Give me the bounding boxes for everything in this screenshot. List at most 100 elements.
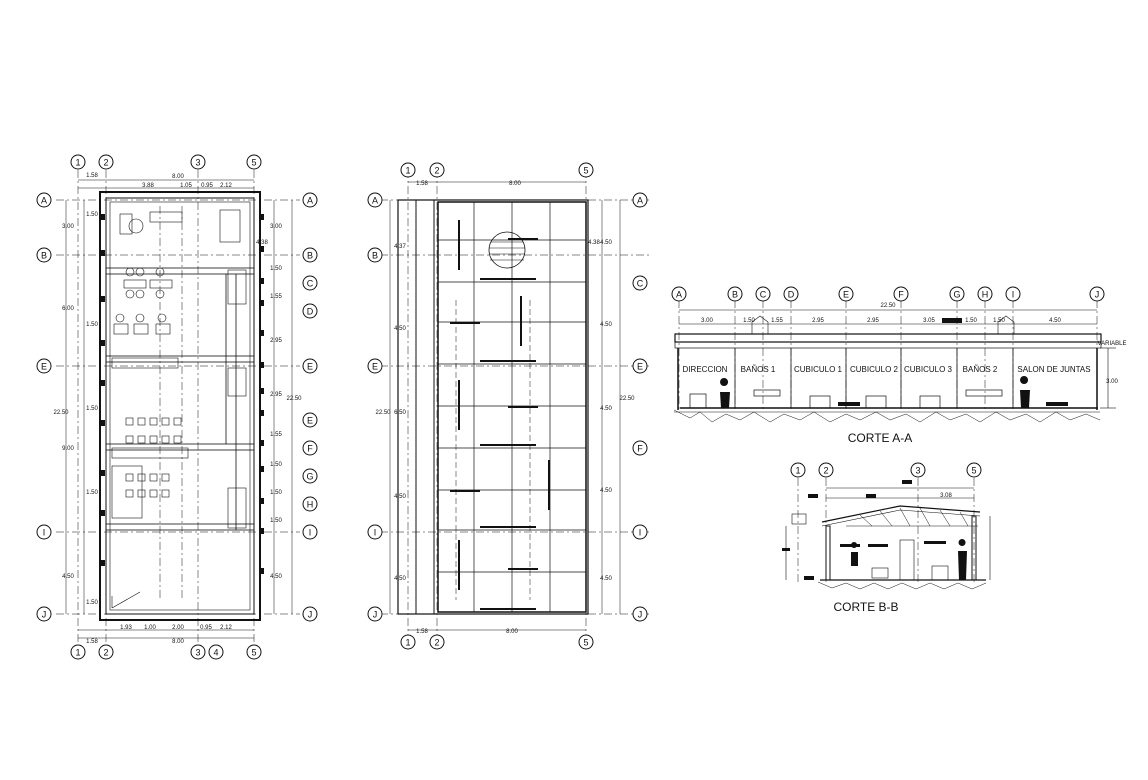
- dimension-label: 0.95: [200, 625, 212, 631]
- grid-bubble: B: [36, 247, 52, 263]
- svg-text:G: G: [953, 290, 960, 300]
- svg-text:C: C: [637, 279, 644, 289]
- section-caption: CORTE A-A: [848, 431, 912, 445]
- grid-bubble: D: [302, 303, 318, 319]
- room-label: SALON DE JUNTAS: [1017, 365, 1090, 374]
- grid-bubble: E: [838, 286, 854, 302]
- dimension-label: 4.50: [394, 494, 406, 500]
- grid-bubble: F: [302, 440, 318, 456]
- grid-bubble: A: [367, 192, 383, 208]
- grid-bubble: 1: [400, 634, 416, 650]
- svg-text:1: 1: [75, 158, 80, 168]
- svg-text:J: J: [1095, 290, 1100, 300]
- svg-text:I: I: [639, 528, 642, 538]
- grid-bubble: B: [302, 247, 318, 263]
- dimension-label: 1.50: [86, 490, 98, 496]
- svg-text:2: 2: [434, 166, 439, 176]
- grid-bubble: 5: [246, 154, 262, 170]
- dimension-label: 2.95: [270, 338, 282, 344]
- svg-text:2: 2: [434, 638, 439, 648]
- room-label: BAÑOS 1: [741, 365, 776, 374]
- dimension-label: 1.50: [270, 266, 282, 272]
- grid-bubble: 4: [208, 644, 224, 660]
- svg-text:H: H: [982, 290, 989, 300]
- grid-bubble: A: [302, 192, 318, 208]
- dimension-label: 9.00: [62, 446, 74, 452]
- grid-bubble: C: [632, 275, 648, 291]
- grid-bubble: I: [302, 524, 318, 540]
- grid-bubble: E: [302, 412, 318, 428]
- grid-bubble: G: [949, 286, 965, 302]
- dimension-label: 1.50: [270, 462, 282, 468]
- grid-bubble: 2: [98, 154, 114, 170]
- dimension-label: 8.00: [506, 629, 518, 635]
- grid-bubble: D: [783, 286, 799, 302]
- svg-text:5: 5: [251, 158, 256, 168]
- svg-text:E: E: [637, 362, 643, 372]
- grid-bubble: I: [1005, 286, 1021, 302]
- grid-bubble: J: [1089, 286, 1105, 302]
- grid-bubble: J: [302, 606, 318, 622]
- grid-bubble: A: [671, 286, 687, 302]
- dimension-label: 1.50: [270, 518, 282, 524]
- dimension-label: 6.50: [394, 410, 406, 416]
- svg-text:E: E: [843, 290, 849, 300]
- grid-bubble: 1: [790, 462, 806, 478]
- grid-bubble: 5: [578, 634, 594, 650]
- section-b-b: [782, 478, 991, 590]
- grid-bubble: F: [893, 286, 909, 302]
- grid-bubble: H: [302, 496, 318, 512]
- grid-bubble: 3: [190, 154, 206, 170]
- dimension-label: 1.58: [416, 181, 428, 187]
- dimension-label: VARIABLE: [1098, 341, 1127, 347]
- room-label: CUBICULO 2: [850, 365, 899, 374]
- grid-bubble: F: [632, 440, 648, 456]
- dimension-label: 1.55: [270, 294, 282, 300]
- dimension-label: 22.50: [375, 410, 391, 416]
- grid-bubble: J: [367, 606, 383, 622]
- svg-text:I: I: [309, 528, 312, 538]
- grid-bubble: I: [36, 524, 52, 540]
- grid-bubble: J: [632, 606, 648, 622]
- grid-bubble: 3: [910, 462, 926, 478]
- grid-bubble: E: [632, 358, 648, 374]
- grid-bubble: E: [367, 358, 383, 374]
- dimension-label: 1.93: [120, 625, 132, 631]
- dimension-label: 1.50: [270, 490, 282, 496]
- grid-bubble: C: [755, 286, 771, 302]
- dimension-label: 1.05: [180, 183, 192, 189]
- dimension-label: 4.50: [600, 406, 612, 412]
- dimension-label: 4.50: [394, 326, 406, 332]
- svg-text:H: H: [307, 500, 314, 510]
- svg-text:J: J: [42, 610, 47, 620]
- dimension-label: 4.50: [600, 576, 612, 582]
- grid-bubble: I: [632, 524, 648, 540]
- dimension-label: 1.50: [86, 212, 98, 218]
- section-caption: CORTE B-B: [833, 600, 898, 614]
- grid-bubble: I: [367, 524, 383, 540]
- grid-bubble: 2: [429, 634, 445, 650]
- dimension-label: 1.50: [993, 318, 1005, 324]
- dimension-label: 2.12: [220, 183, 232, 189]
- svg-text:E: E: [41, 362, 47, 372]
- dimension-label: 1.00: [144, 625, 156, 631]
- grid-bubble: 1: [70, 154, 86, 170]
- svg-text:F: F: [637, 444, 643, 454]
- dimension-label: 8.00: [172, 174, 184, 180]
- grid-bubble: 5: [246, 644, 262, 660]
- grid-bubble: 2: [818, 462, 834, 478]
- grid-bubble: H: [977, 286, 993, 302]
- dimension-label: 2.12: [220, 625, 232, 631]
- svg-text:3: 3: [915, 466, 920, 476]
- dimension-label: 3.00: [270, 224, 282, 230]
- dimension-label: 1.55: [771, 318, 783, 324]
- dimension-label: 2.00: [172, 625, 184, 631]
- svg-text:1: 1: [75, 648, 80, 658]
- dimension-label: 1.50: [743, 318, 755, 324]
- grid-bubble: A: [36, 192, 52, 208]
- dimension-label: 8.00: [509, 181, 521, 187]
- seating-rows: [125, 417, 182, 498]
- svg-text:C: C: [307, 279, 314, 289]
- dimension-label: 4.38: [256, 240, 268, 246]
